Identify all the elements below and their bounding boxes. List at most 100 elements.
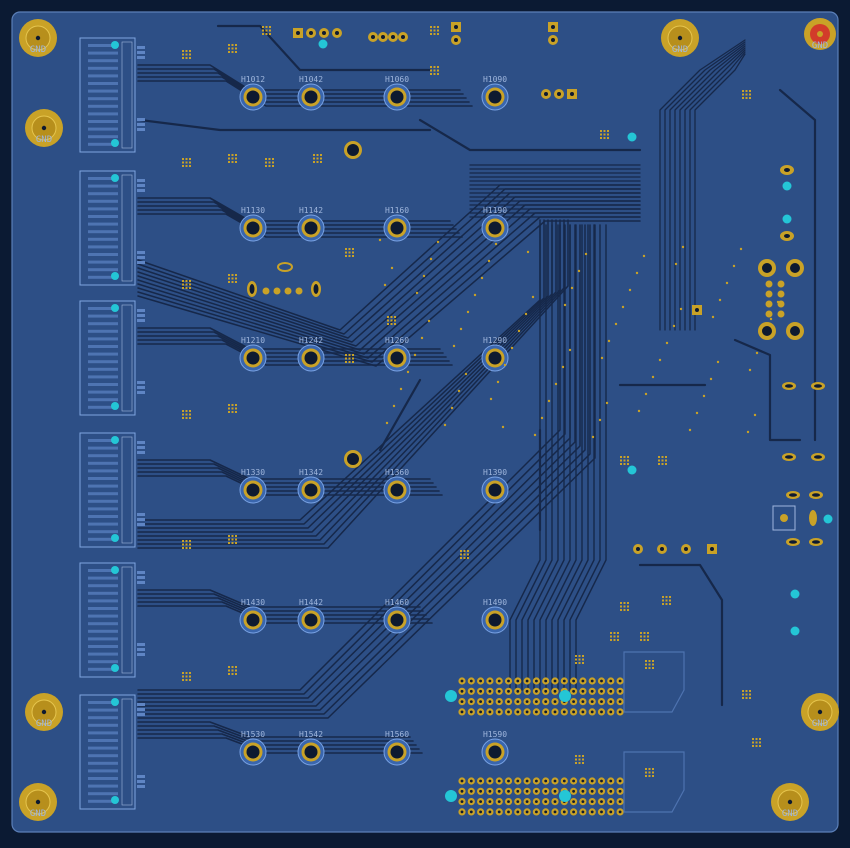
header-pins[interactable] xyxy=(633,544,717,554)
via-array-pad xyxy=(228,161,230,163)
through-hole-connector[interactable]: H1142 xyxy=(297,206,325,242)
via-array-pad xyxy=(430,29,432,32)
header-pins[interactable] xyxy=(293,28,342,38)
through-hole-connector[interactable]: H1442 xyxy=(297,598,325,634)
connector-module[interactable] xyxy=(79,300,145,416)
via-array-pad xyxy=(189,57,191,59)
header-array-drill xyxy=(590,689,594,693)
small-via xyxy=(473,293,477,297)
through-hole-connector[interactable]: H1130 xyxy=(239,206,267,242)
right-connector[interactable] xyxy=(758,165,825,546)
through-hole-connector[interactable]: H1360 xyxy=(383,468,411,504)
module-bus-trace xyxy=(137,335,447,358)
through-hole-connector[interactable]: H1342 xyxy=(297,468,325,504)
cyan-via xyxy=(782,181,792,191)
via-array-pad xyxy=(600,137,602,139)
small-via xyxy=(739,247,743,251)
via-array-pad xyxy=(620,605,622,608)
via-array-pad xyxy=(228,669,230,672)
small-via xyxy=(494,242,498,246)
module-pin xyxy=(88,584,118,588)
oval-drill xyxy=(785,455,793,459)
header-array-drill xyxy=(507,710,510,714)
via-array-pad xyxy=(652,667,654,669)
module-bus-trace xyxy=(137,589,421,608)
right-bus-trace xyxy=(679,47,746,331)
through-hole-connector[interactable]: H1490 xyxy=(481,598,509,634)
through-hole-connector[interactable]: H1590 xyxy=(481,730,509,766)
through-hole-connector[interactable]: H1430 xyxy=(239,598,267,634)
through-hole-connector[interactable]: H1260 xyxy=(383,336,411,372)
through-hole-connector[interactable]: H1160 xyxy=(383,206,411,242)
small-via xyxy=(665,341,669,345)
small-via xyxy=(644,392,648,396)
through-hole-connector[interactable]: H1542 xyxy=(297,730,325,766)
via-array-pad xyxy=(228,157,230,160)
header-pins[interactable] xyxy=(451,22,461,32)
connector-module[interactable] xyxy=(79,170,145,286)
through-hole-connector[interactable]: H1210 xyxy=(239,336,267,372)
header-pins[interactable] xyxy=(368,32,408,42)
through-hole-connector[interactable]: H1390 xyxy=(481,468,509,504)
via-array-pad xyxy=(463,550,466,552)
through-hole-connector[interactable]: H1560 xyxy=(383,730,411,766)
header-array-drill xyxy=(609,710,613,714)
header-array-drill xyxy=(590,800,594,803)
header-pins[interactable] xyxy=(451,35,461,45)
through-hole-connector[interactable]: H1060 xyxy=(383,75,411,111)
via-array-pad xyxy=(643,635,646,638)
module-silk xyxy=(121,304,133,412)
through-hole-connector[interactable]: H1290 xyxy=(481,336,509,372)
header-pins[interactable] xyxy=(692,305,702,315)
connector-module[interactable] xyxy=(79,37,145,153)
through-hole-connector[interactable]: H1460 xyxy=(383,598,411,634)
header-pins[interactable] xyxy=(548,22,558,32)
through-hole-connector[interactable]: H1242 xyxy=(297,336,325,372)
module-pin xyxy=(88,230,118,234)
through-hole-connector[interactable]: H1042 xyxy=(297,75,325,111)
mounting-hole: GND xyxy=(771,783,809,821)
via-array xyxy=(228,404,237,413)
oval-drill xyxy=(814,384,822,388)
through-hole-connector[interactable]: H1330 xyxy=(239,468,267,504)
top-trace xyxy=(216,24,432,72)
header-array-drill xyxy=(488,679,492,683)
connector-module[interactable] xyxy=(79,694,145,810)
header-pins[interactable] xyxy=(541,89,577,99)
connector-label: H1590 xyxy=(483,730,507,739)
module-pin xyxy=(88,352,118,356)
via-array-pad xyxy=(182,543,184,546)
header-array-drill xyxy=(516,800,520,803)
header-array-drill xyxy=(469,810,473,814)
connector-module[interactable] xyxy=(79,432,145,548)
via-array-pad xyxy=(647,632,649,634)
via-array-pad xyxy=(348,357,351,360)
th-drill xyxy=(390,613,404,627)
connector-module[interactable] xyxy=(79,562,145,678)
module-pin xyxy=(88,390,118,394)
through-hole-connector[interactable]: H1090 xyxy=(481,75,509,111)
through-hole-connector[interactable]: H1190 xyxy=(481,206,509,242)
via-array-pad xyxy=(265,29,268,32)
header-array-drill xyxy=(516,789,520,793)
via-array-pad xyxy=(352,255,354,257)
header-array-drill xyxy=(460,789,464,793)
pin-header-array[interactable] xyxy=(445,677,624,716)
through-hole-connector[interactable]: H1012 xyxy=(239,75,267,111)
via-array-pad xyxy=(189,287,191,289)
small-via xyxy=(547,399,551,403)
pin-header-array[interactable] xyxy=(445,777,624,816)
module-bus-trace xyxy=(137,733,420,750)
header-pins[interactable] xyxy=(548,35,558,45)
through-hole-connector[interactable]: H1530 xyxy=(239,730,267,766)
via-array-pad xyxy=(352,361,354,363)
via-array xyxy=(460,550,469,559)
module-pin xyxy=(88,89,118,93)
via-array-pad xyxy=(430,33,432,35)
header-pin-drill xyxy=(544,92,548,96)
via-array-pad xyxy=(182,287,184,289)
via-array-pad xyxy=(610,639,612,641)
header-array-drill xyxy=(590,710,594,714)
via-array-pad xyxy=(460,550,462,552)
module-pin xyxy=(88,784,118,788)
